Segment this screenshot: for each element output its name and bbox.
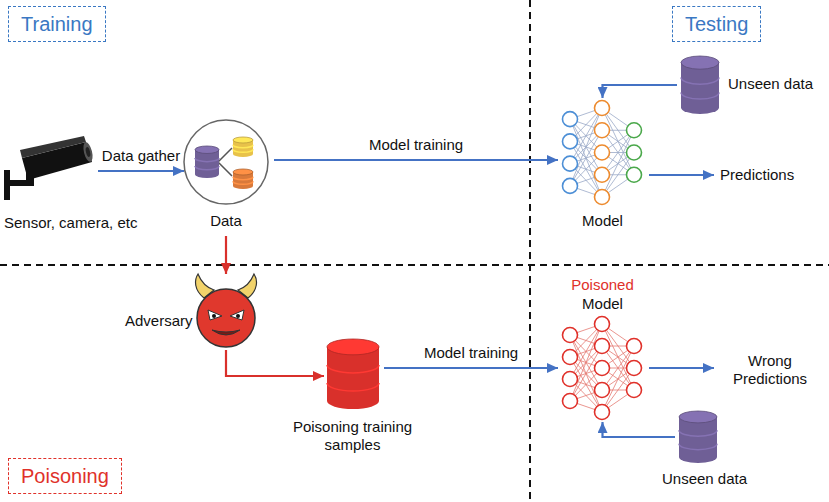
flow-arrow <box>274 159 558 161</box>
camera-icon <box>4 140 94 202</box>
node-label: Adversary <box>125 312 195 330</box>
wrong-predictions-node: Wrong Predictions <box>720 350 822 398</box>
section-title: Training <box>21 12 93 36</box>
node-label: Unseen data <box>728 75 820 93</box>
net-icon <box>560 316 645 420</box>
node-label: Poisoning training samples <box>290 418 415 454</box>
node-label: Sensor, camera, etc <box>4 214 164 232</box>
node-label: Predictions <box>720 166 820 184</box>
adversary-node: Adversary <box>125 270 265 352</box>
poison-arrow <box>226 350 324 376</box>
flow-arrow <box>649 174 714 176</box>
node-label: Poisoned <box>555 276 650 294</box>
flow-arrow <box>98 170 184 172</box>
node-label: Model <box>555 295 650 313</box>
vertical-divider <box>529 0 531 502</box>
unseen-data-node: Unseen data <box>660 410 790 492</box>
cyl-icon <box>326 338 380 410</box>
flow-arrow <box>603 422 676 437</box>
cyl-icon <box>678 410 718 464</box>
testing-tag: Testing <box>672 6 761 42</box>
horizontal-divider <box>0 264 829 266</box>
edge-label: Data gather <box>100 147 182 165</box>
section-title: Testing <box>685 12 748 36</box>
section-title: Poisoning <box>21 464 109 488</box>
devil-icon <box>190 274 262 348</box>
flow-arrow <box>649 367 714 369</box>
poisoning-tag: Poisoning <box>8 458 122 494</box>
node-label: Wrong Predictions <box>720 352 820 388</box>
edge-label: Model training <box>367 136 465 154</box>
net-icon <box>560 100 645 205</box>
training-tag: Training <box>8 6 106 42</box>
dataCircle-icon <box>182 118 270 206</box>
data-node: Data <box>180 118 274 233</box>
poisoned-data-node: Poisoning training samples <box>290 338 417 462</box>
edge-label: Model training <box>422 344 520 362</box>
node-label: Model <box>555 212 650 230</box>
model-node: Model <box>555 100 652 232</box>
unseen-data-node: Unseen data <box>672 55 822 119</box>
flow-arrow <box>384 367 558 369</box>
poison-arrow <box>225 236 227 274</box>
node-label: Data <box>180 212 272 230</box>
predictions-node: Predictions <box>712 163 822 189</box>
poisoned-model-node: PoisonedModel <box>555 276 652 422</box>
flow-arrow <box>603 85 678 98</box>
cyl-icon <box>680 55 720 115</box>
node-label: Unseen data <box>662 470 782 488</box>
